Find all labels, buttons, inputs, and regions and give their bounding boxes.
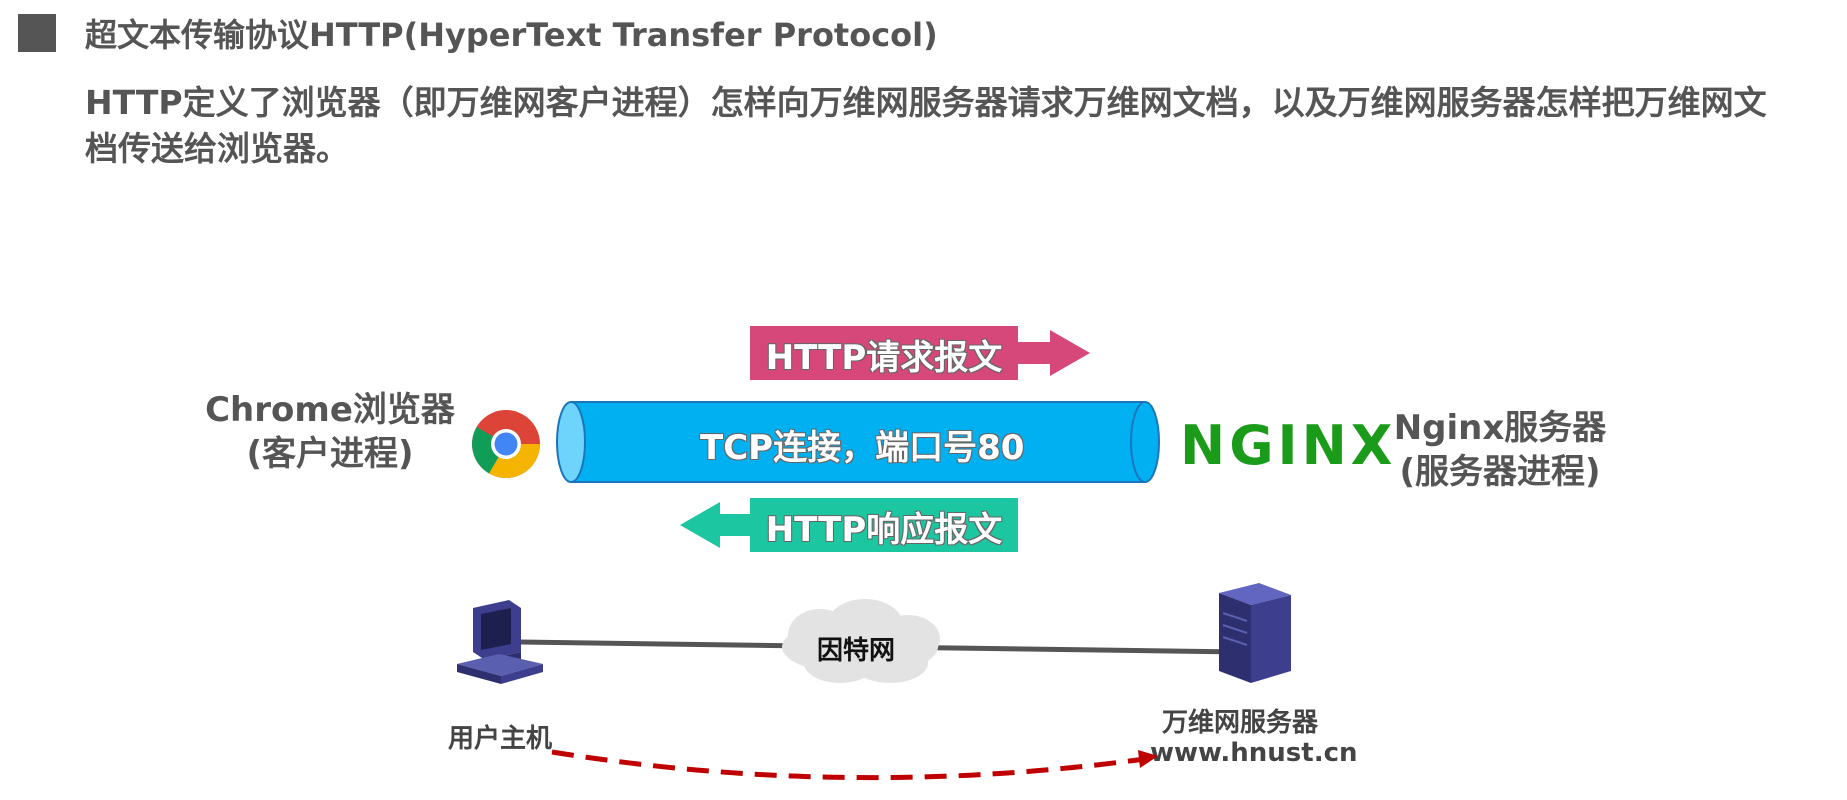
user-host-label: 用户主机 (447, 724, 552, 754)
cloud-icon (782, 599, 940, 683)
tcp-connection-tube (556, 401, 1160, 483)
description-text: HTTP定义了浏览器（即万维网客户进程）怎样向万维网服务器请求万维网文档，以及万… (85, 83, 1767, 168)
server-name: Nginx服务器 (1393, 408, 1607, 448)
title-bullet (18, 14, 56, 52)
tcp-connection-label: TCP连接，端口号80 (700, 428, 1025, 468)
nginx-logo: NGINX (1180, 414, 1397, 477)
response-label: HTTP响应报文 (765, 510, 1003, 550)
server-role: (服务器进程) (1399, 452, 1601, 492)
dashed-request-arrow (551, 749, 1158, 781)
response-arrow (680, 498, 1018, 552)
client-name: Chrome浏览器 (205, 390, 455, 430)
web-server-label: 万维网服务器 (1161, 708, 1318, 738)
client-role: (客户进程) (246, 434, 414, 474)
chrome-logo-icon (472, 410, 540, 478)
request-arrow (750, 326, 1090, 380)
web-server-domain: www.hnust.cn (1150, 738, 1358, 768)
request-label: HTTP请求报文 (765, 338, 1003, 378)
page-title: 超文本传输协议HTTP(HyperText Transfer Protocol) (85, 16, 938, 54)
computer-icon (457, 600, 543, 684)
internet-label: 因特网 (817, 636, 896, 666)
server-icon (1219, 583, 1291, 683)
